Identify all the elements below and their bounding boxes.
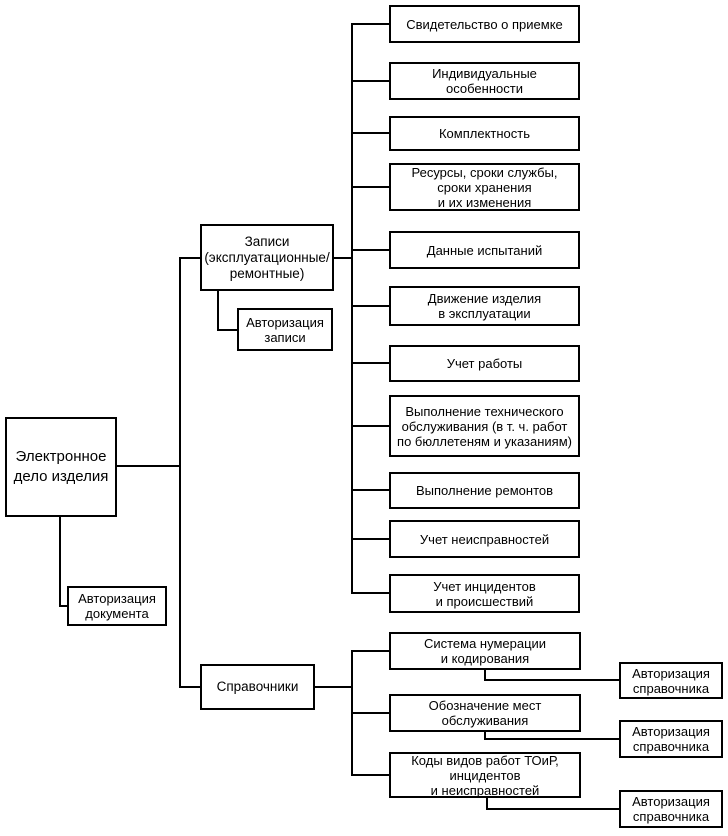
connector-dict3-to-auth xyxy=(486,797,620,810)
node-maintenance-performance: Выполнение технического обслуживания (в … xyxy=(389,395,580,457)
connector-dict1-to-auth xyxy=(484,669,620,681)
connector-root-to-doc-auth xyxy=(59,517,68,607)
node-numbering-coding-system: Система нумерации и кодирования xyxy=(389,632,581,670)
node-repairs-performance: Выполнение ремонтов xyxy=(389,472,580,509)
node-product-movement: Движение изделия в эксплуатации xyxy=(389,286,580,326)
node-resources-lifetimes: Ресурсы, сроки службы, сроки хранения и … xyxy=(389,163,580,211)
node-work-type-codes: Коды видов работ ТОиР, инцидентов и неис… xyxy=(389,752,581,798)
node-test-data: Данные испытаний xyxy=(389,231,580,269)
node-document-authorization: Авторизация документа xyxy=(67,586,167,626)
node-dictionary-authorization-1: Авторизация справочника xyxy=(619,662,723,699)
node-incident-accounting: Учет инцидентов и происшествий xyxy=(389,574,580,613)
node-work-accounting: Учет работы xyxy=(389,345,580,382)
node-dictionaries: Справочники xyxy=(200,664,315,710)
node-service-location-designation: Обозначение мест обслуживания xyxy=(389,694,581,732)
node-record-authorization: Авторизация записи xyxy=(237,308,333,351)
connector-records-to-records-auth xyxy=(217,290,238,331)
node-dictionary-authorization-2: Авторизация справочника xyxy=(619,720,723,758)
connector-dict2-to-auth xyxy=(484,731,620,740)
node-electronic-product-file: Электронное дело изделия xyxy=(5,417,117,517)
node-acceptance-certificate: Свидетельство о приемке xyxy=(389,5,580,43)
node-individual-features: Индивидуальные особенности xyxy=(389,62,580,100)
node-records: Записи (эксплуатационные/ ремонтные) xyxy=(200,224,334,291)
node-dictionary-authorization-3: Авторизация справочника xyxy=(619,790,723,828)
node-completeness: Комплектность xyxy=(389,116,580,151)
node-fault-accounting: Учет неисправностей xyxy=(389,520,580,558)
